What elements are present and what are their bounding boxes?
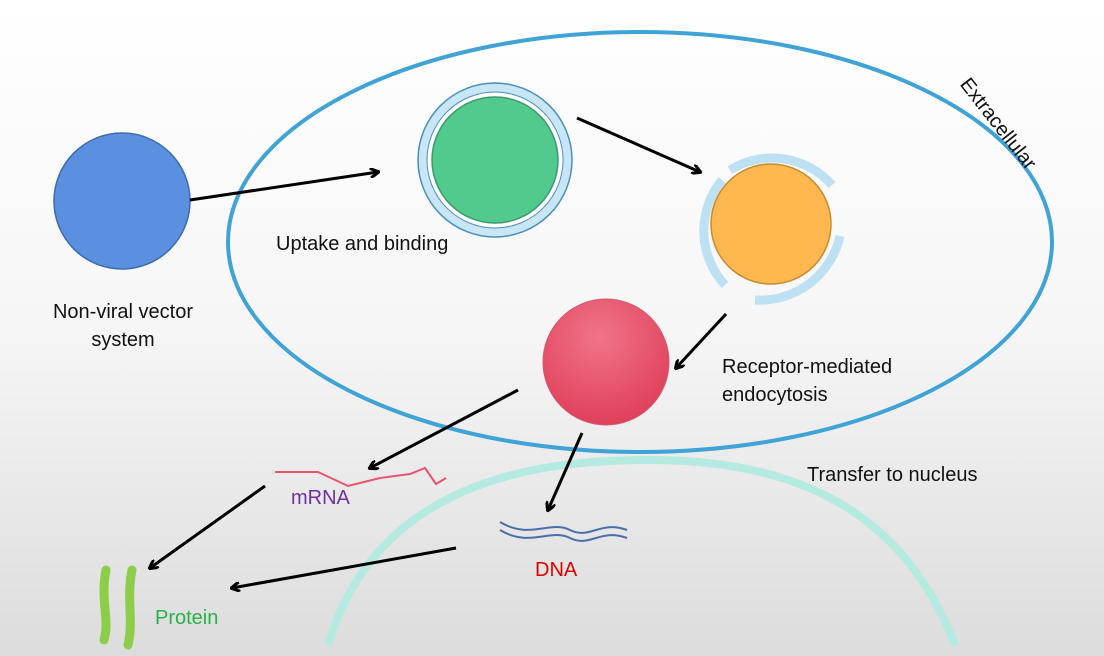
- label-uptake: Uptake and binding: [276, 233, 449, 255]
- label-mrna: mRNA: [291, 487, 350, 509]
- label-protein: Protein: [155, 607, 219, 629]
- label-dna: DNA: [535, 559, 578, 581]
- cell-membrane: [226, 30, 1054, 454]
- arrow-release: [676, 312, 728, 368]
- arrow-mrna-protein: [150, 484, 266, 568]
- label-receptor: Receptor-mediated endocytosis: [722, 356, 893, 406]
- endosome-membrane: [699, 153, 845, 305]
- endosome-particle: [710, 163, 832, 285]
- vesicle-particle: [542, 298, 670, 426]
- dna-strand: [499, 521, 628, 542]
- protein: [99, 565, 137, 650]
- arrow-endocytosis: [576, 116, 700, 172]
- arrow-to-dna: [548, 432, 584, 510]
- nucleus-membrane: [324, 455, 959, 647]
- vector-particle: [53, 132, 191, 270]
- label-nucleus: Transfer to nucleus: [807, 464, 978, 486]
- label-vector: Non-viral vector system: [52, 301, 194, 351]
- mrna-strand: [275, 466, 447, 488]
- arrow-to-mrna: [370, 388, 519, 468]
- bound-particle: [431, 96, 559, 224]
- arrow-uptake: [189, 172, 378, 202]
- arrow-dna-protein: [232, 546, 457, 588]
